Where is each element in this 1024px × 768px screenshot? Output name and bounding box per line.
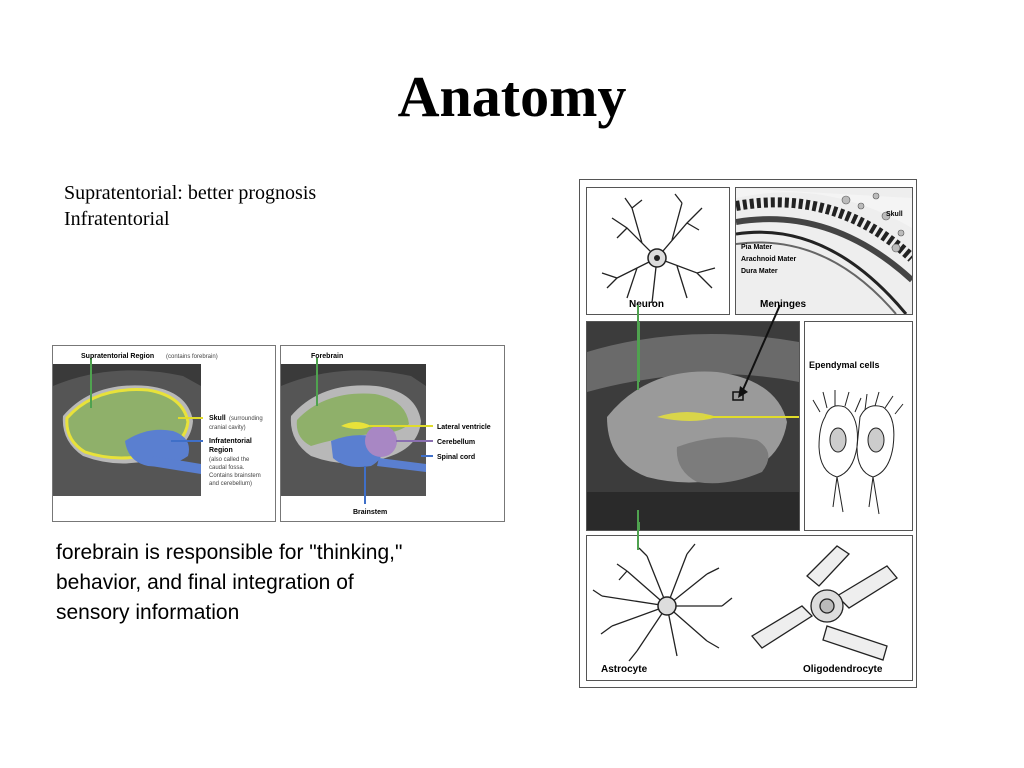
oligodendrocyte-label: Oligodendrocyte: [803, 664, 883, 675]
lateral-ventricle-label: Lateral ventricle: [437, 424, 491, 431]
infra-note-4: and cerebellum): [209, 481, 252, 487]
dura-mater-label: Dura Mater: [741, 268, 778, 275]
meninges-panel: Skull Pia Mater Arachnoid Mater Dura Mat…: [735, 187, 913, 315]
skull-label: Skull: [209, 415, 226, 422]
supratentorial-diagram: Supratentorial Region (contains forebrai…: [52, 345, 276, 522]
infra-note-3: Contains brainstem: [209, 473, 261, 479]
neuron-panel: Neuron: [586, 187, 730, 315]
forebrain-description: forebrain is responsible for "thinking,"…: [56, 541, 403, 624]
glia-panel: Astrocyte Oligodendrocyte: [586, 535, 913, 681]
arachnoid-mater-label: Arachnoid Mater: [741, 256, 797, 263]
supratentorial-note: (contains forebrain): [166, 354, 218, 360]
brain-cells-figure: Neuron Skull Pia Mater Arachnoid Mater D…: [579, 179, 917, 688]
astrocyte-icon: [592, 543, 733, 662]
cerebellum-label: Cerebellum: [437, 439, 475, 446]
skull-note-2: cranial cavity): [209, 425, 246, 431]
spinal-cord-label: Spinal cord: [437, 454, 475, 461]
oligodendrocyte-icon: [751, 545, 898, 661]
skull-note-1: (surrounding: [229, 416, 263, 422]
brainstem-label: Brainstem: [353, 509, 387, 516]
bullet-list: Supratentorial: better prognosis Infrate…: [64, 180, 316, 232]
ependymal-label: Ependymal cells: [809, 360, 880, 370]
supratentorial-label: Supratentorial Region: [81, 353, 154, 360]
ependymal-panel: Ependymal cells: [804, 321, 913, 531]
skull-cell-label: Skull: [886, 211, 903, 218]
infra-note-1: (also called the: [209, 457, 250, 463]
forebrain-label: Forebrain: [311, 353, 343, 360]
infratentorial-label: Infratentorial: [209, 438, 252, 445]
infra-note-2: caudal fossa.: [209, 465, 245, 471]
pia-mater-label: Pia Mater: [741, 244, 772, 251]
bullet-supratentorial: Supratentorial: better prognosis: [64, 182, 317, 204]
meninges-label: Meninges: [760, 299, 807, 310]
bullet-infratentorial: Infratentorial: [64, 208, 170, 230]
ependymal-cell-icon: [812, 390, 904, 515]
infratentorial-label-2: Region: [209, 447, 233, 454]
neuron-label: Neuron: [629, 299, 664, 310]
forebrain-diagram: Forebrain Lateral ventricle Cerebellum S…: [280, 345, 505, 522]
astrocyte-label: Astrocyte: [601, 664, 648, 675]
slide-title: Anatomy: [397, 64, 627, 129]
brain-mri-panel: [586, 321, 800, 531]
